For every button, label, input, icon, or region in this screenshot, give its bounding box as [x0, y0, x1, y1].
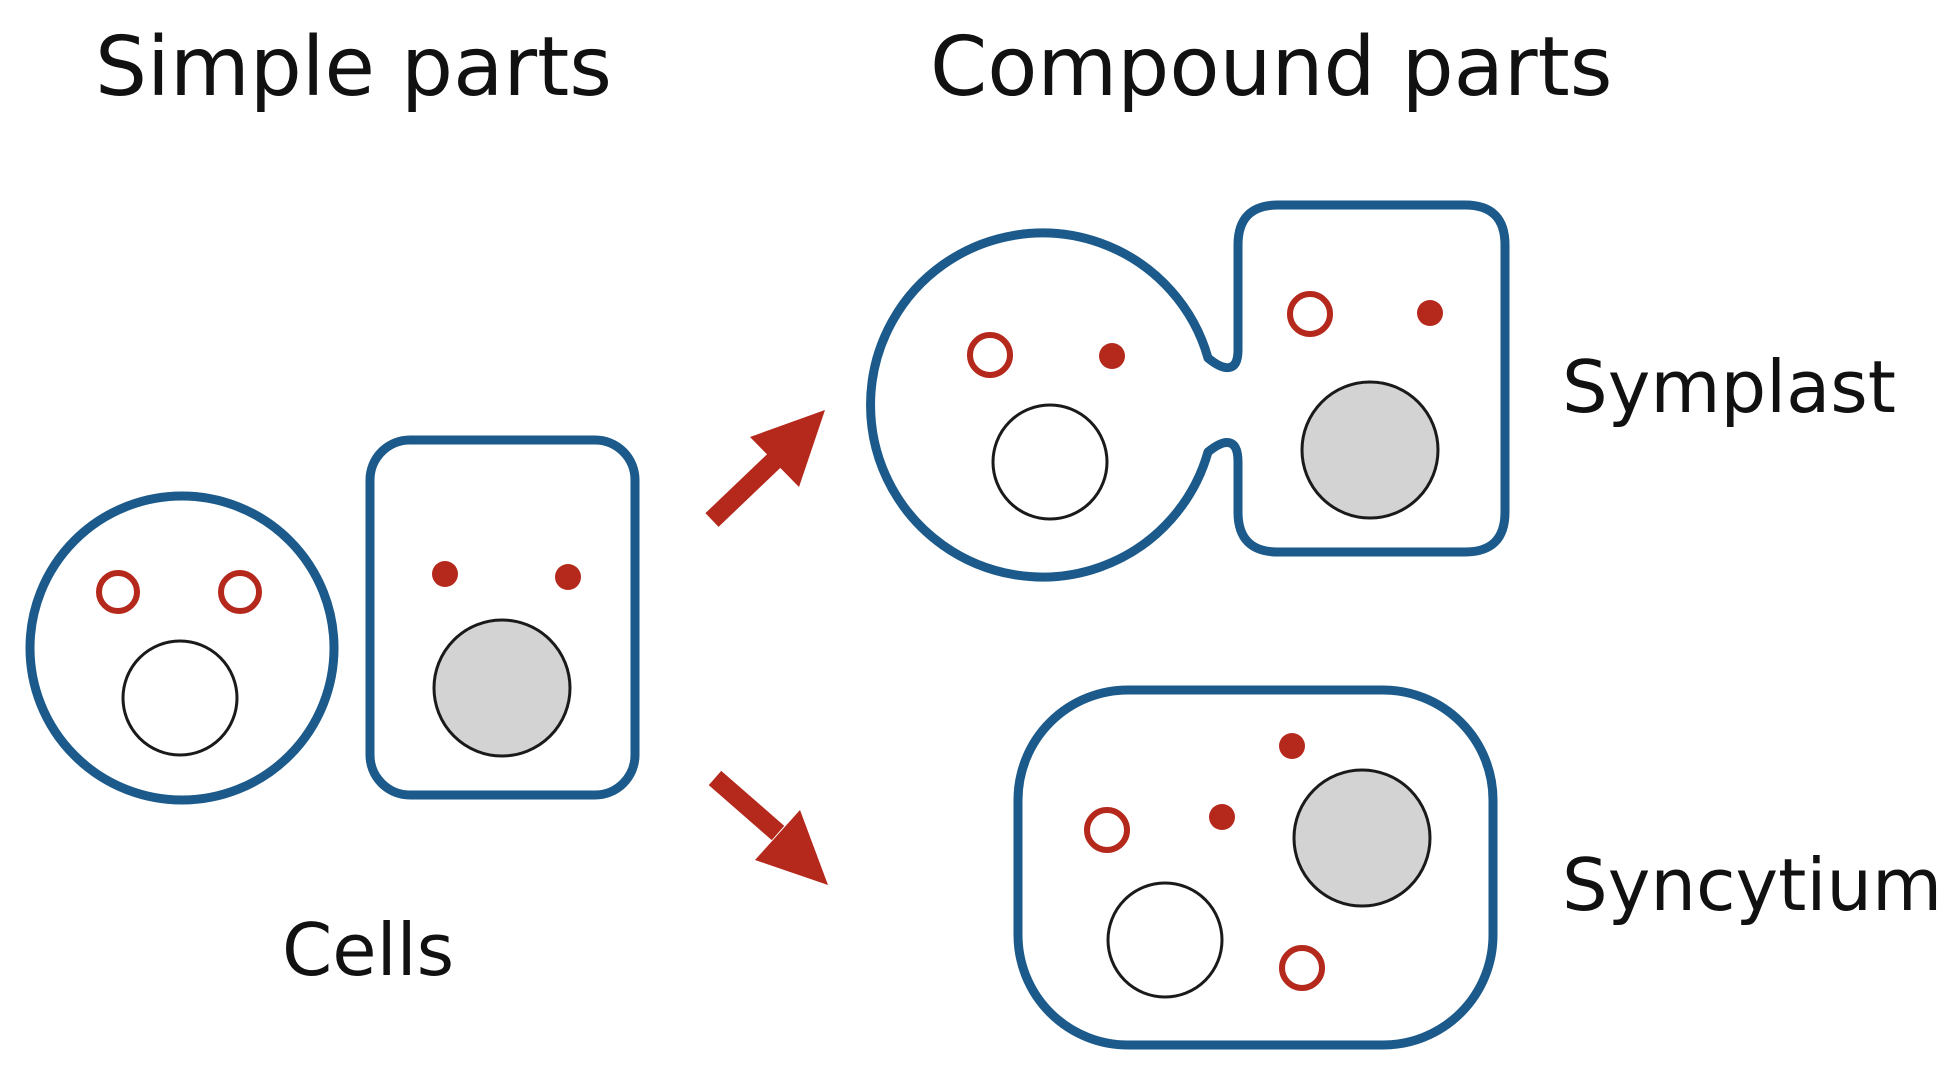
label-symplast: Symplast	[1562, 345, 1896, 429]
syncytium-nucleus-light	[1106, 881, 1224, 999]
symplast	[866, 200, 1510, 582]
label-cells: Cells	[282, 908, 454, 992]
symplast-vesicle-right	[1287, 291, 1333, 337]
syncytium-membrane	[1013, 685, 1498, 1050]
symplast-nucleus-left	[991, 403, 1109, 521]
syncytium-vesicle-bottom	[1279, 945, 1325, 991]
label-syncytium: Syncytium	[1562, 843, 1942, 927]
rect-cell-granule-left	[432, 561, 458, 587]
arrow-down	[708, 770, 828, 885]
round-cell-nucleus	[121, 639, 239, 757]
arrow-up	[705, 410, 825, 527]
syncytium-granule-mid	[1209, 804, 1235, 830]
symplast-granule-right	[1417, 300, 1443, 326]
heading-simple-parts: Simple parts	[95, 20, 612, 115]
symplast-membrane	[866, 200, 1510, 582]
rect-cell-membrane	[365, 435, 640, 800]
syncytium	[1013, 685, 1498, 1050]
symplast-vesicle-left	[967, 332, 1013, 378]
syncytium-granule-top	[1279, 733, 1305, 759]
arrow-down-shaft	[708, 770, 785, 841]
arrow-up-shaft	[705, 448, 787, 527]
syncytium-nucleus-dark	[1292, 768, 1432, 908]
symplast-nucleus-right	[1300, 380, 1440, 520]
round-cell	[25, 491, 339, 805]
arrow-up-head	[750, 410, 825, 487]
heading-compound-parts: Compound parts	[930, 20, 1612, 115]
rect-cell-nucleus	[432, 618, 572, 758]
arrow-down-head	[755, 810, 828, 885]
round-cell-membrane	[25, 491, 339, 805]
rect-cell-granule-right	[555, 564, 581, 590]
round-cell-vesicle-right	[218, 570, 262, 614]
round-cell-vesicle-left	[96, 570, 140, 614]
symplast-granule-left	[1099, 343, 1125, 369]
syncytium-vesicle-left	[1084, 807, 1130, 853]
rectangular-cell	[365, 435, 640, 800]
